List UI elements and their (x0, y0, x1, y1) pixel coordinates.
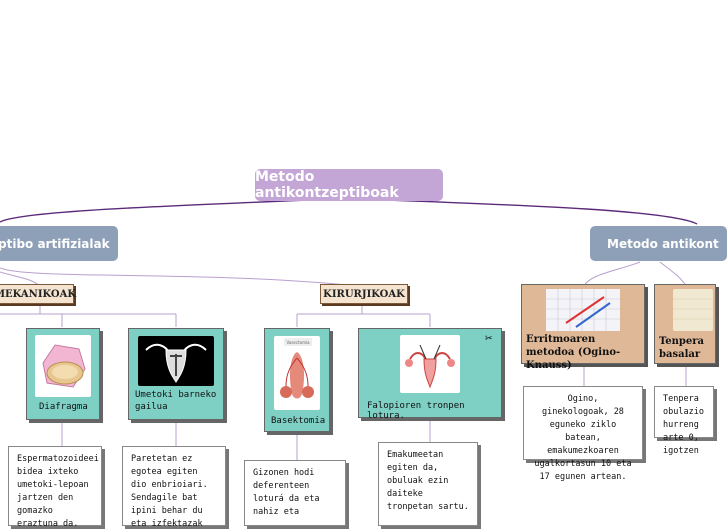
note-erritmoaren: Ogino, ginekologoak, 28 eguneko ziklo ba… (523, 386, 643, 482)
vasectomy-image-text: Vasectomia (286, 340, 310, 345)
node-umetoki[interactable]: Umetoki barneko gailua (128, 328, 224, 420)
node-basektomia-label: Basektomia (271, 416, 326, 426)
left-branch-connector (0, 267, 359, 287)
note-basektomia: Gizonen hodi deferenteen loturá da eta n… (244, 460, 346, 526)
root-title: Metodo antikontzeptiboak (255, 169, 399, 201)
node-falopioren-label: Falopioren tronpen lotura. (367, 401, 465, 421)
note-erritmoaren-text: Ogino, ginekologoak, 28 eguneko ziklo ba… (534, 394, 632, 482)
note-basektomia-text: Gizonen hodi deferenteen loturá da eta n… (253, 468, 320, 517)
right-branch-connector (583, 261, 641, 287)
note-umetoki-text: Paretetan ez egotea egiten dio enbrioiar… (131, 454, 208, 529)
node-erritmoaren[interactable]: Erritmoaren metodoa (Ogino-Knauss) (521, 284, 645, 371)
node-diafragma-label: Diafragma (39, 402, 88, 412)
note-diafragma-text: Espermatozoideei bidea ixteko umetoki-le… (17, 454, 99, 529)
branch-naturalak-label: Metodo antikont (607, 236, 719, 251)
uterus-device-image (138, 336, 214, 386)
branch-artifizialak-label: ptibo artifizialak (0, 236, 110, 251)
group-mekanikoak-label: MEKANIKOAK (0, 288, 77, 300)
vasectomy-image: Vasectomia (274, 336, 320, 410)
note-tenperatura-text: Tenpera obulazio hurreng arte 0, igotzen (663, 394, 704, 456)
branch-artifizialak[interactable]: ptibo artifizialak (0, 226, 118, 261)
group-kirurjikoak[interactable]: KIRURJIKOAK (320, 284, 408, 304)
note-tenperatura: Tenpera obulazio hurreng arte 0, igotzen (654, 386, 714, 456)
node-basektomia[interactable]: Vasectomia Basektomia (264, 328, 330, 432)
note-falopioren-text: Emakumeetan egiten da, obuluak ezin dait… (387, 450, 469, 512)
root-right-connector (359, 198, 698, 225)
connector-lines (0, 198, 698, 460)
tubal-ligation-image (400, 335, 460, 393)
node-umetoki-label: Umetoki barneko gailua (135, 390, 217, 412)
right-branch-connector-2 (659, 261, 687, 287)
node-erritmoaren-label: Erritmoaren metodoa (Ogino-Knauss) (526, 334, 621, 371)
root-left-connector (0, 198, 331, 223)
note-falopioren: Emakumeetan egiten da, obuluak ezin dait… (378, 442, 478, 526)
thermometer-image (673, 289, 713, 331)
branch-naturalak[interactable]: Metodo antikont (590, 226, 727, 261)
note-umetoki: Paretetan ez egotea egiten dio enbrioiar… (122, 446, 226, 529)
note-diafragma: Espermatozoideei bidea ixteko umetoki-le… (8, 446, 102, 529)
root-topic[interactable]: Metodo antikontzeptiboak (255, 169, 443, 201)
group-kirurjikoak-label: KIRURJIKOAK (323, 288, 405, 300)
diaphragm-image (35, 335, 91, 397)
calendar-image (546, 289, 620, 331)
node-tenperatura-label: Tenpera basalar (659, 336, 705, 360)
scissors-icon: ✂ (485, 334, 493, 344)
node-falopioren[interactable]: ✂ Falopioren tronpen lotura. (358, 328, 502, 421)
node-tenperatura[interactable]: Tenpera basalar (654, 284, 716, 364)
node-diafragma[interactable]: Diafragma (26, 328, 100, 420)
group-mekanikoak[interactable]: MEKANIKOAK (0, 284, 77, 304)
